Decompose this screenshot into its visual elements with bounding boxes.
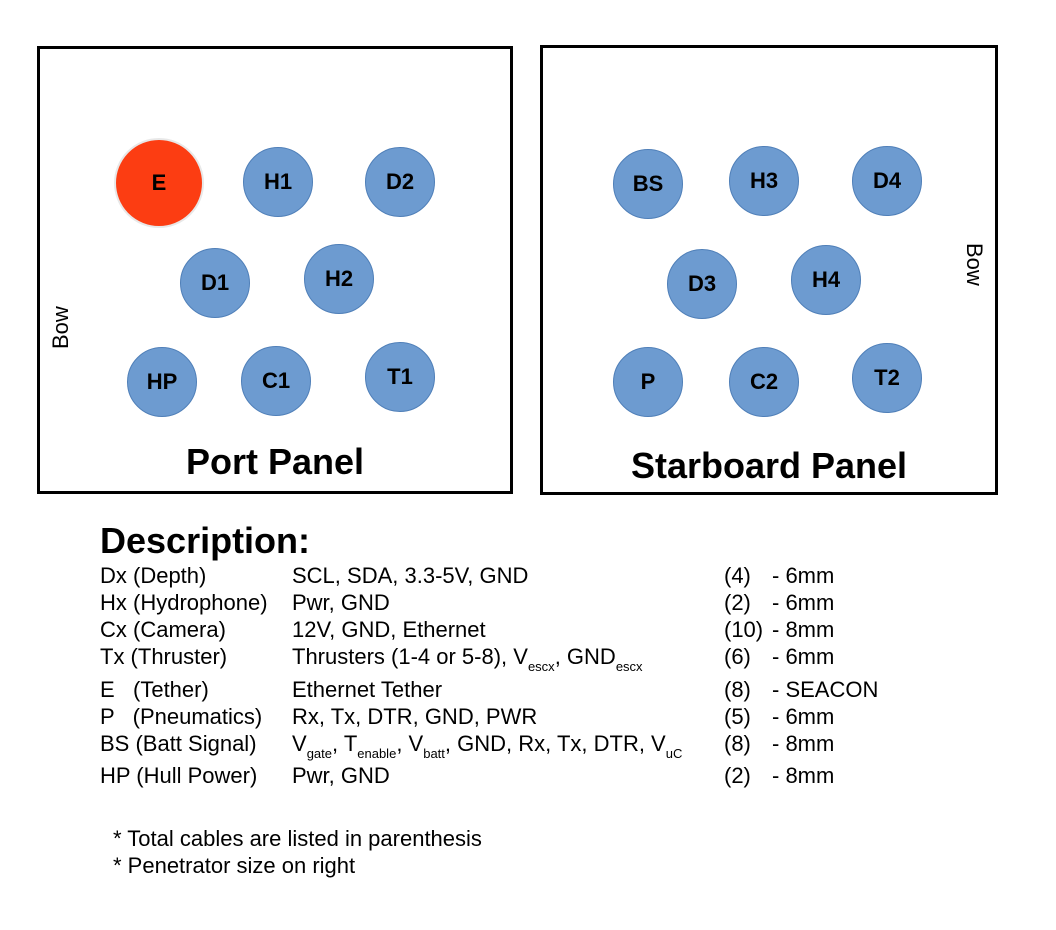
cable-count: (6) bbox=[724, 644, 751, 669]
signal-subscript: enable bbox=[357, 746, 397, 761]
connector-name: HP (Hull Power) bbox=[100, 763, 258, 788]
note-penetrator-size: * Penetrator size on right bbox=[113, 853, 356, 878]
connector-name: Tx (Thruster) bbox=[100, 644, 228, 669]
signal-text: Thrusters (1-4 or 5-8), V bbox=[292, 644, 528, 669]
connector-t1: T1 bbox=[365, 342, 435, 412]
connector-h3: H3 bbox=[729, 146, 799, 216]
connector-name: E (Tether) bbox=[100, 677, 209, 702]
signal-text: V bbox=[292, 731, 307, 756]
connector-name: Hx (Hydrophone) bbox=[100, 590, 268, 615]
penetrator-size: - 6mm bbox=[772, 704, 835, 729]
connector-h2: H2 bbox=[304, 244, 374, 314]
penetrator-size: - 8mm bbox=[772, 763, 835, 788]
penetrator-size: - 6mm bbox=[772, 644, 835, 669]
connector-c1: C1 bbox=[241, 346, 311, 416]
penetrator-size: - 8mm bbox=[772, 731, 835, 756]
starboard-panel-title: Starboard Panel bbox=[630, 445, 908, 486]
cable-count: (8) bbox=[724, 731, 751, 756]
connector-name: Cx (Camera) bbox=[100, 617, 226, 642]
penetrator-size: - 6mm bbox=[772, 563, 835, 588]
connector-bs: BS bbox=[613, 149, 683, 219]
connector-name: BS (Batt Signal) bbox=[100, 731, 257, 756]
signal-text: , V bbox=[396, 731, 424, 756]
connector-name: P (Pneumatics) bbox=[100, 704, 263, 729]
cable-count: (2) bbox=[724, 763, 751, 788]
signal-subscript: escx bbox=[615, 659, 643, 674]
connector-p: P bbox=[613, 347, 683, 417]
starboard-panel: BS H3 D4 D3 H4 P C2 T2 Bow Starboard Pan… bbox=[540, 45, 998, 495]
signal-subscript: gate bbox=[306, 746, 332, 761]
signal-list: 12V, GND, Ethernet bbox=[292, 617, 486, 642]
cable-count: (10) bbox=[724, 617, 764, 642]
cable-count: (4) bbox=[724, 563, 751, 588]
signal-subscript: batt bbox=[423, 746, 445, 761]
penetrator-size: - SEACON bbox=[772, 677, 879, 702]
connector-d2: D2 bbox=[365, 147, 435, 217]
penetrator-size: - 8mm bbox=[772, 617, 835, 642]
bow-label: Bow bbox=[48, 306, 73, 349]
port-panel-title: Port Panel bbox=[185, 441, 365, 482]
note-total-cables: * Total cables are listed in parenthesis bbox=[113, 826, 482, 851]
bow-label: Bow bbox=[962, 243, 987, 286]
signal-text: , GND, Rx, Tx, DTR, V bbox=[444, 731, 666, 756]
signal-list: Thrusters (1-4 or 5-8), Vescx, GNDescx bbox=[292, 644, 643, 673]
signal-text: , GND bbox=[554, 644, 616, 669]
signal-list: Pwr, GND bbox=[292, 763, 390, 788]
signal-list: Vgate, Tenable, Vbatt, GND, Rx, Tx, DTR,… bbox=[292, 731, 682, 760]
signal-list: SCL, SDA, 3.3-5V, GND bbox=[292, 563, 529, 588]
connector-hp: HP bbox=[127, 347, 197, 417]
connector-e: E bbox=[114, 138, 204, 228]
signal-list: Rx, Tx, DTR, GND, PWR bbox=[292, 704, 538, 729]
description-heading: Description: bbox=[100, 520, 311, 561]
signal-list: Pwr, GND bbox=[292, 590, 390, 615]
port-panel: E H1 D2 D1 H2 HP C1 T1 Bow Port Panel bbox=[37, 46, 513, 494]
penetrator-size: - 6mm bbox=[772, 590, 835, 615]
cable-count: (2) bbox=[724, 590, 751, 615]
connector-name: Dx (Depth) bbox=[100, 563, 207, 588]
signal-subscript: escx bbox=[527, 659, 555, 674]
cable-count: (5) bbox=[724, 704, 751, 729]
cable-count: (8) bbox=[724, 677, 751, 702]
connector-c2: C2 bbox=[729, 347, 799, 417]
signal-list: Ethernet Tether bbox=[292, 677, 443, 702]
connector-h4: H4 bbox=[791, 245, 861, 315]
connector-t2: T2 bbox=[852, 343, 922, 413]
connector-h1: H1 bbox=[243, 147, 313, 217]
connector-d1: D1 bbox=[180, 248, 250, 318]
connector-d3: D3 bbox=[667, 249, 737, 319]
signal-subscript: uC bbox=[665, 746, 683, 761]
connector-d4: D4 bbox=[852, 146, 922, 216]
signal-text: , T bbox=[332, 731, 358, 756]
